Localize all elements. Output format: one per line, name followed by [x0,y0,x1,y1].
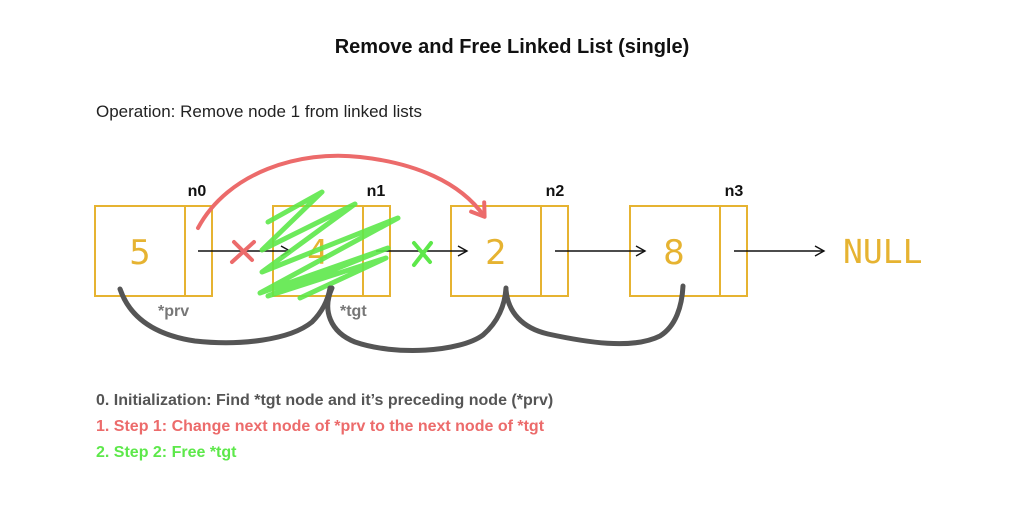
step-2: 2. Step 2: Free *tgt [96,444,237,461]
node-n1-label: n1 [367,183,386,200]
node-n3: 8 n3 [629,183,748,297]
node-n0-value: 5 [129,233,151,273]
pointer-label-prv: *prv [158,303,189,320]
step-0: 0. Initialization: Find *tgt node and it… [96,392,554,409]
node-n3-value: 8 [663,233,685,273]
node-n0: 5 n0 [94,183,213,297]
green-scribble [257,189,401,301]
step-1: 1. Step 1: Change next node of *prv to t… [96,418,545,435]
brace-next [503,283,686,347]
steps-list: 0. Initialization: Find *tgt node and it… [96,388,553,466]
node-n3-label: n3 [725,183,744,200]
green-cross-mark [412,241,433,267]
red-cross-mark [230,240,256,264]
node-n2-value: 2 [485,233,507,273]
pointer-label-tgt: *tgt [340,303,367,320]
operation-text: Operation: Remove node 1 from linked lis… [96,102,422,121]
null-terminator: NULL [843,232,922,271]
brace-prv [117,285,333,346]
brace-tgt [325,285,509,353]
node-n2-label: n2 [546,183,565,200]
relink-arrow [196,153,487,230]
diagram-title: Remove and Free Linked List (single) [334,36,690,58]
node-n0-label: n0 [188,183,207,200]
